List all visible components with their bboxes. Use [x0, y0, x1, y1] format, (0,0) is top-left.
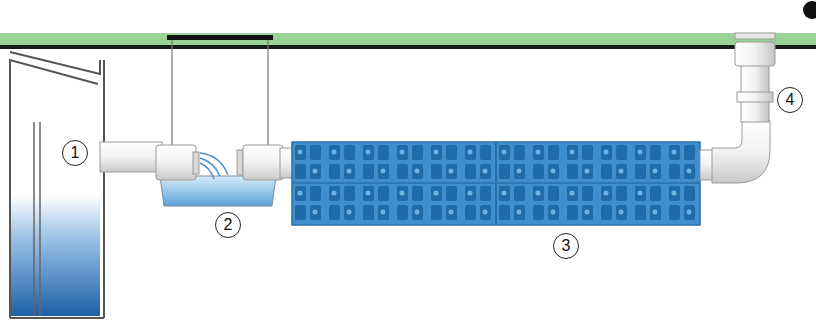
callout-number: 1 [62, 140, 88, 166]
callout-number: 4 [777, 87, 803, 113]
callout-number: 3 [553, 233, 579, 259]
callout-number: 2 [215, 212, 241, 238]
